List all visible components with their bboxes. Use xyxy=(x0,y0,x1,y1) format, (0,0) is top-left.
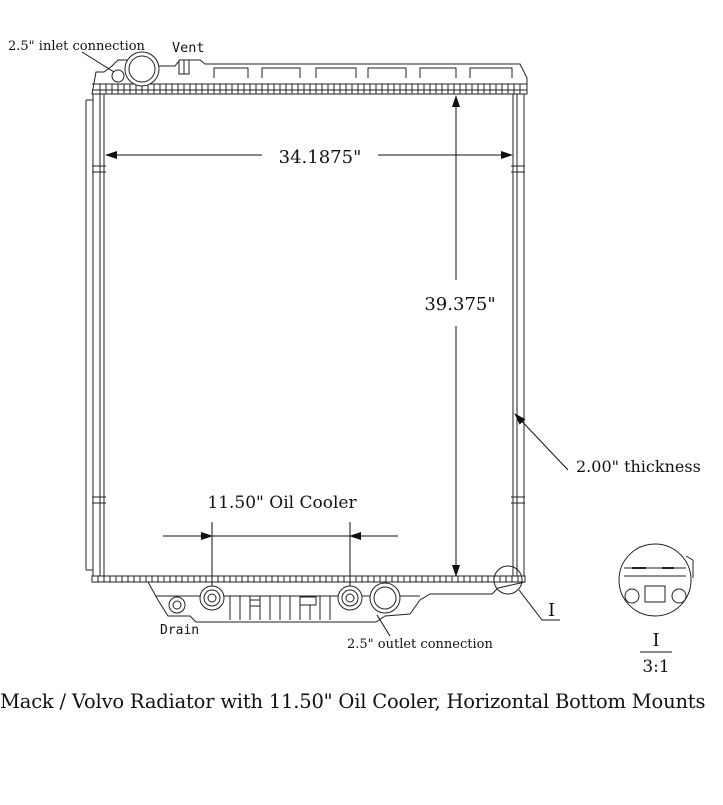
width-label: 34.1875" xyxy=(279,147,362,168)
top-tank-ribs xyxy=(99,67,521,94)
detail-circle xyxy=(493,565,523,595)
detail-marker-leader xyxy=(518,589,560,621)
thickness-label: 2.00" thickness xyxy=(576,457,701,476)
bottom-tank xyxy=(91,575,526,623)
oil-cooler-port-left xyxy=(199,585,225,611)
outlet-neck xyxy=(369,582,401,614)
outlet-leader xyxy=(376,614,391,637)
vent-label: Vent xyxy=(172,40,205,56)
inlet-label: 2.5" inlet connection xyxy=(8,39,146,54)
vent-fitting xyxy=(178,59,190,75)
detail-marker-label: I xyxy=(548,600,555,621)
bottom-fittings xyxy=(168,565,523,614)
top-tank xyxy=(91,59,528,95)
thickness-leader xyxy=(514,413,569,471)
detail-view xyxy=(618,543,694,653)
diagram-caption: Mack / Volvo Radiator with 11.50" Oil Co… xyxy=(0,690,706,713)
inlet-neck xyxy=(111,51,160,87)
inlet-leader xyxy=(81,51,115,73)
oil-cooler-label: 11.50" Oil Cooler xyxy=(207,493,357,513)
drain-plug xyxy=(168,596,186,614)
height-label: 39.375" xyxy=(424,294,495,315)
oil-cooler-dimension xyxy=(163,522,398,586)
outlet-label: 2.5" outlet connection xyxy=(347,637,493,652)
detail-scale: 3:1 xyxy=(642,657,669,677)
oil-cooler-port-right xyxy=(337,585,363,611)
drain-label: Drain xyxy=(160,623,199,638)
detail-title: I xyxy=(652,630,659,651)
